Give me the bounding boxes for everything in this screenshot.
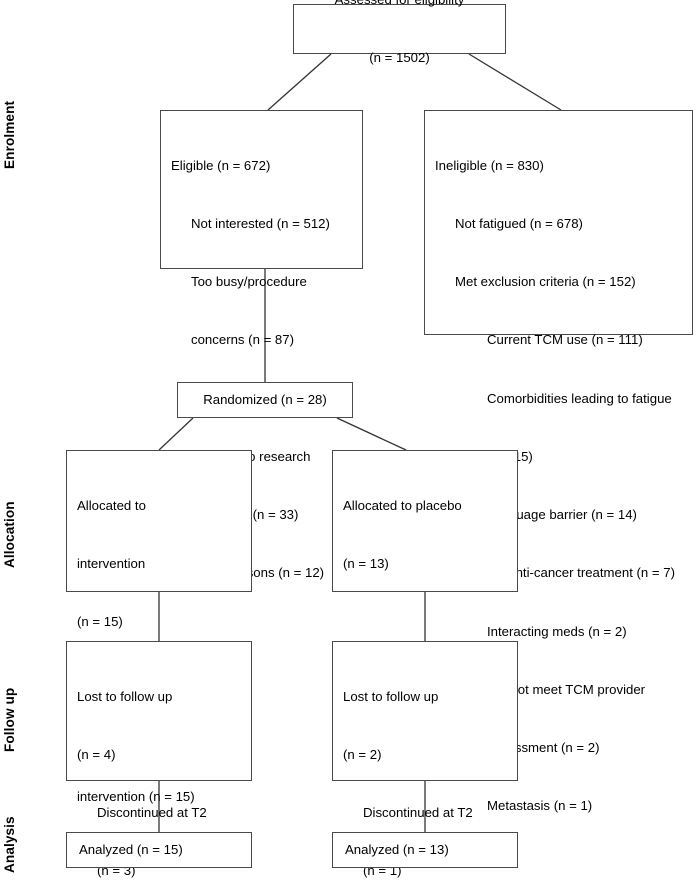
alloc-intervention-line-2: intervention [77,556,146,572]
node-analyzed-placebo: Analyzed (n = 13) [332,832,518,868]
followup-placebo-line-2: (n = 2) [343,747,382,763]
stage-label-enrolment: Enrolment [2,100,17,170]
edge-assessed-to-eligible [267,53,332,111]
randomized-text: Randomized (n = 28) [203,392,327,408]
analyzed-placebo-text: Analyzed (n = 13) [345,842,449,858]
ineligible-line-5: Comorbidities leading to fatigue [487,390,672,406]
node-allocated-placebo: Allocated to placebo (n = 13) Received a… [332,450,518,746]
alloc-placebo-line-3 [343,612,508,631]
node-eligible: Eligible (n = 672) Not interested (n = 5… [160,110,363,580]
ineligible-line-2: Not fatigued (n = 678) [455,216,583,232]
eligible-line-1: Eligible (n = 672) [171,157,271,173]
assessed-line-2: (n = 1502) [369,50,430,66]
node-allocated-intervention: Allocated to intervention (n = 15) Recei… [66,450,252,804]
ineligible-line-4: Current TCM use (n = 111) [487,332,643,348]
followup-intervention-line-1: Lost to follow up [77,688,173,704]
alloc-placebo-line-1: Allocated to placebo [343,497,462,513]
assessed-line-1: Assessed for eligibility [335,0,465,10]
eligible-line-2: Not interested (n = 512) [191,216,330,232]
followup-placebo-line-4: (n = 1) [363,863,402,879]
ineligible-line-1: Ineligible (n = 830) [435,157,544,173]
followup-intervention-line-2: (n = 4) [77,747,116,763]
stage-label-allocation: Allocation [2,501,17,569]
analyzed-intervention-text: Analyzed (n = 15) [79,842,183,858]
node-assessed-for-eligibility: Assessed for eligibility (n = 1502) [293,0,506,65]
ineligible-line-9: Interacting meds (n = 2) [487,623,627,639]
node-ineligible: Ineligible (n = 830) Not fatigued (n = 6… [424,110,693,813]
alloc-placebo-line-2: (n = 13) [343,556,389,572]
node-randomized: Randomized (n = 28) [177,382,353,418]
ineligible-line-3: Met exclusion criteria (n = 152) [455,274,636,290]
followup-placebo-line-3: Discontinued at T2 [363,805,473,821]
alloc-intervention-line-6: intervention (n = 15) [77,788,195,804]
node-followup-intervention: Lost to follow up (n = 4) Discontinued a… [66,641,252,878]
eligible-line-4: concerns (n = 87) [191,332,294,348]
alloc-intervention-line-3: (n = 15) [77,614,123,630]
node-followup-placebo: Lost to follow up (n = 2) Discontinued a… [332,641,518,878]
alloc-intervention-line-1: Allocated to [77,497,146,513]
node-analyzed-intervention: Analyzed (n = 15) [66,832,252,868]
followup-intervention-line-3: Discontinued at T2 [97,805,207,821]
followup-placebo-line-1: Lost to follow up [343,688,439,704]
ineligible-line-12: Metastasis (n = 1) [487,798,593,814]
edge-assessed-to-ineligible [468,53,562,111]
eligible-line-3: Too busy/procedure [191,274,307,290]
stage-label-followup: Follow up [2,687,17,753]
stage-label-analysis: Analysis [2,816,17,874]
followup-intervention-line-4: (n = 3) [97,863,136,879]
